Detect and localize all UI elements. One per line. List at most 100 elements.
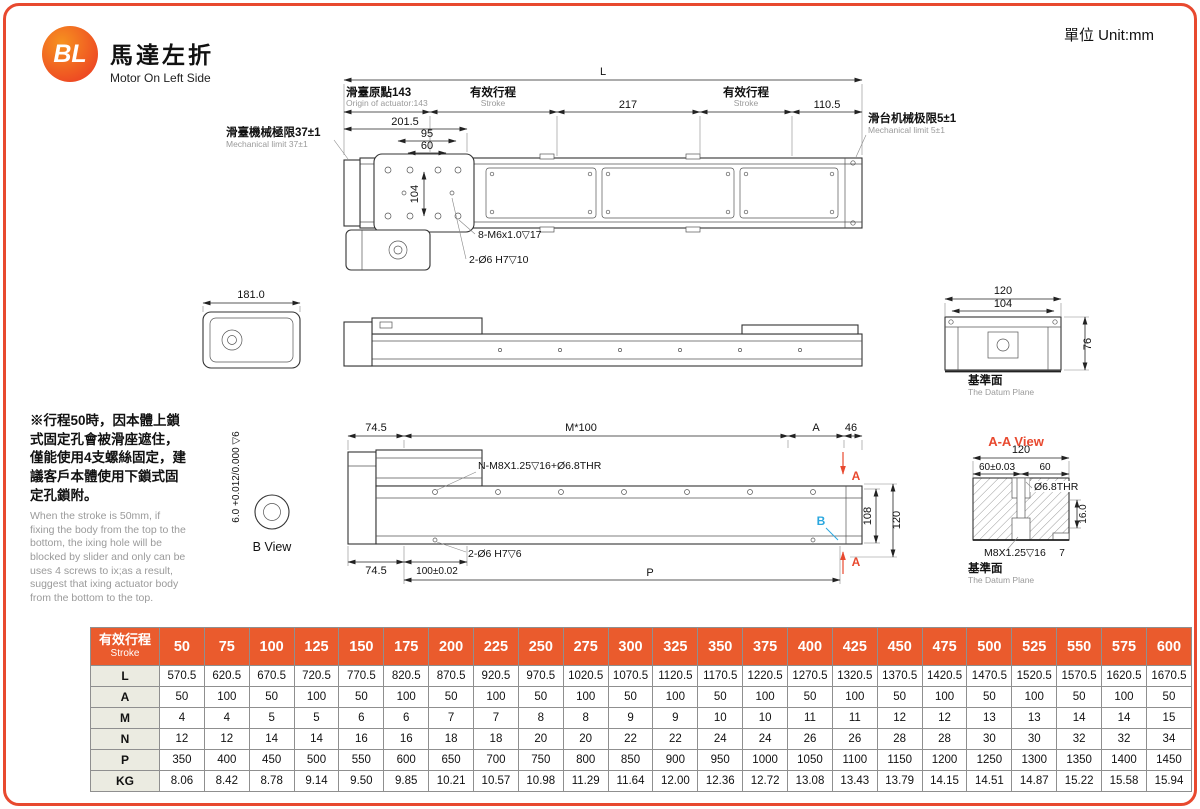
stroke-label-zh: 有效行程 (470, 85, 516, 99)
spec-cell: 34 (1145, 728, 1193, 750)
stroke-column-header: 150 (338, 627, 385, 666)
spec-cell: 550 (338, 749, 385, 771)
b-view-marker: B (817, 514, 826, 528)
spec-cell: 14.51 (966, 770, 1013, 792)
spec-cell: 1050 (787, 749, 833, 771)
spec-cell: 30 (966, 728, 1013, 750)
spec-cell: 350 (159, 749, 205, 771)
spec-cell: 10.21 (428, 770, 475, 792)
spec-cell: 1100 (831, 749, 878, 771)
dim-60: 60 (421, 140, 433, 152)
spec-cell: 5 (248, 707, 295, 729)
stroke-column-header: 100 (248, 627, 295, 666)
spec-cell: 32 (1056, 728, 1103, 750)
spec-cell: 24 (697, 728, 744, 750)
spec-cell: 10.57 (473, 770, 519, 792)
spec-cell: 14 (248, 728, 295, 750)
spec-cell: 12.00 (652, 770, 699, 792)
dim-120-front: 120 (891, 511, 903, 529)
dim-A: A (812, 422, 820, 434)
spec-cell: 1320.5 (831, 665, 878, 687)
spec-cell: 22 (607, 728, 654, 750)
row-label: A (90, 686, 160, 708)
row-label: N (90, 728, 160, 750)
dim-P: P (646, 567, 653, 579)
spec-cell: 13 (1011, 707, 1058, 729)
spec-cell: 50 (159, 686, 205, 708)
spec-cell: 800 (562, 749, 609, 771)
spec-cell: 700 (473, 749, 519, 771)
spec-cell: 14 (293, 728, 340, 750)
spec-cell: 1350 (1056, 749, 1103, 771)
limit-right-en: Mechanical limit 5±1 (868, 125, 945, 135)
stroke-note-en: When the stroke is 50mm, if fixing the b… (30, 510, 186, 604)
spec-cell: 100 (652, 686, 699, 708)
spec-cell: 28 (876, 728, 923, 750)
dim-60: 60 (1039, 462, 1051, 473)
stroke-column-header: 525 (1011, 627, 1058, 666)
stroke-column-header: 125 (293, 627, 340, 666)
spec-cell: 5 (293, 707, 340, 729)
spec-cell: 50 (1145, 686, 1193, 708)
bl-logo: BL (42, 26, 98, 82)
spec-cell: 9 (607, 707, 654, 729)
aa-view-title: A-A View (988, 434, 1045, 449)
spec-cell: 4 (203, 707, 250, 729)
dim-60-tol: 60±0.03 (979, 462, 1016, 473)
spec-cell: 13.43 (831, 770, 878, 792)
spec-cell: 950 (697, 749, 744, 771)
spec-cell: 18 (428, 728, 475, 750)
spec-cell: 1170.5 (697, 665, 744, 687)
spec-cell: 850 (607, 749, 654, 771)
spec-cell: 12 (159, 728, 205, 750)
callout-holes: N-M8X1.25▽16+Ø6.8THR (478, 460, 602, 472)
spec-cell: 10.98 (517, 770, 564, 792)
dim-74-5-top: 74.5 (365, 422, 386, 434)
spec-cell: 100 (742, 686, 789, 708)
aa-datum-zh: 基準面 (967, 561, 1003, 575)
spec-cell: 30 (1011, 728, 1058, 750)
spec-cell: 50 (966, 686, 1013, 708)
stroke-column-header: 425 (831, 627, 878, 666)
spec-cell: 8.42 (203, 770, 250, 792)
stroke-column-header: 350 (697, 627, 744, 666)
row-label: KG (90, 770, 160, 792)
dim-95: 95 (421, 128, 433, 140)
spec-cell: 1400 (1101, 749, 1147, 771)
spec-cell: 9.85 (383, 770, 430, 792)
spec-cell: 1570.5 (1056, 665, 1103, 687)
datum-label-zh: 基準面 (967, 373, 1003, 387)
stroke-column-header: 550 (1056, 627, 1103, 666)
spec-cell: 15.94 (1145, 770, 1193, 792)
spec-cell: 12 (876, 707, 923, 729)
dim-217: 217 (619, 99, 637, 111)
spec-cell: 8.06 (159, 770, 205, 792)
section-a-top: A (852, 469, 861, 483)
spec-cell: 11 (787, 707, 833, 729)
spec-cell: 870.5 (428, 665, 475, 687)
spec-cell: 450 (248, 749, 295, 771)
spec-cell: 4 (159, 707, 205, 729)
motor-end-view: 181.0 (202, 289, 301, 369)
spec-cell: 15.22 (1056, 770, 1103, 792)
spec-cell: 8.78 (248, 770, 295, 792)
spec-cell: 1150 (876, 749, 923, 771)
spec-cell: 32 (1101, 728, 1147, 750)
stroke-column-header: 450 (876, 627, 923, 666)
stroke-column-header: 575 (1101, 627, 1147, 666)
stroke-column-header: 175 (383, 627, 430, 666)
dim-104: 104 (409, 185, 421, 203)
spec-cell: 900 (652, 749, 699, 771)
page-title-zh: 馬達左折 (110, 42, 214, 68)
spec-cell: 650 (428, 749, 475, 771)
spec-cell: 12 (921, 707, 968, 729)
datum-label-en: The Datum Plane (968, 387, 1034, 397)
spec-cell: 50 (338, 686, 385, 708)
spec-cell: 1370.5 (876, 665, 923, 687)
spec-cell: 1120.5 (652, 665, 699, 687)
spec-cell: 14 (1101, 707, 1147, 729)
